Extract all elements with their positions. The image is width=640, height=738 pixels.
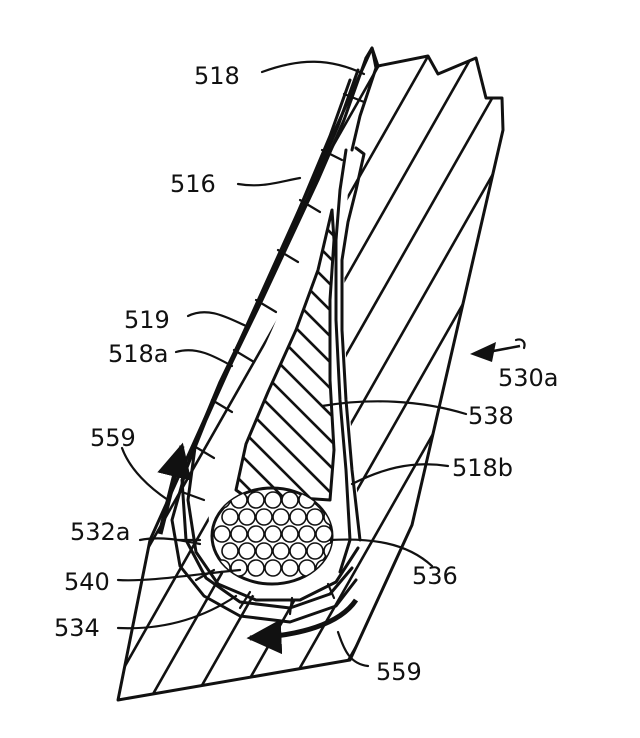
strand-circle bbox=[289, 508, 307, 526]
leader-540 bbox=[116, 568, 242, 582]
strand-circle bbox=[238, 542, 256, 560]
strand-circle bbox=[281, 525, 299, 543]
hatch-line bbox=[0, 0, 20, 738]
core-hatch-line bbox=[236, 210, 307, 500]
core-hatch-line bbox=[236, 210, 334, 500]
core-hatch-line bbox=[584, 200, 640, 520]
leader-559-top bbox=[120, 446, 170, 502]
label-530a: 530a bbox=[498, 364, 559, 392]
strand-circle bbox=[264, 525, 282, 543]
leader-518 bbox=[260, 60, 366, 76]
leader-lines bbox=[116, 60, 468, 668]
label-532a: 532a bbox=[70, 518, 131, 546]
core-hatch-line bbox=[0, 200, 20, 520]
leader-534 bbox=[116, 594, 238, 630]
strand-circle bbox=[298, 525, 316, 543]
label-536: 536 bbox=[412, 562, 458, 590]
leader-516 bbox=[236, 176, 302, 187]
reference-labels: 518 516 519 518a 530a 559 538 518b 532a … bbox=[54, 62, 559, 686]
core-hatch-line bbox=[236, 210, 334, 500]
core-hatch-line bbox=[236, 210, 334, 500]
strand-circle bbox=[272, 508, 290, 526]
label-538: 538 bbox=[468, 402, 514, 430]
hatch-line bbox=[118, 48, 462, 700]
strand-circle bbox=[315, 525, 332, 543]
label-519: 519 bbox=[124, 306, 170, 334]
label-518: 518 bbox=[194, 62, 240, 90]
core-hatch-line bbox=[610, 200, 640, 520]
leader-519 bbox=[186, 311, 248, 328]
strand-circle bbox=[255, 542, 273, 560]
leader-536 bbox=[328, 538, 434, 568]
flow-arrow-559-left bbox=[157, 442, 192, 535]
strand-circle bbox=[247, 559, 265, 577]
strand-circle bbox=[281, 559, 299, 577]
hatch-line bbox=[346, 48, 503, 700]
body-outline bbox=[116, 46, 505, 702]
leader-559-bottom bbox=[336, 630, 370, 668]
core-hatch-line bbox=[558, 200, 640, 520]
strand-circle bbox=[264, 559, 282, 577]
strand-circle bbox=[289, 542, 307, 560]
strand-circle bbox=[306, 542, 324, 560]
strand-circle bbox=[264, 491, 282, 509]
core-hatch-line bbox=[0, 200, 202, 520]
core-hatch-line bbox=[236, 210, 333, 500]
core-hatch-line bbox=[532, 200, 640, 520]
leader-518a bbox=[174, 349, 234, 368]
leader-518b bbox=[350, 463, 450, 486]
core-hatch-line bbox=[0, 200, 46, 520]
core-hatch-line bbox=[506, 200, 640, 520]
strand-circle bbox=[238, 508, 256, 526]
strand-circle bbox=[272, 542, 290, 560]
strand-circle bbox=[230, 559, 248, 577]
label-516: 516 bbox=[170, 170, 216, 198]
core-hatch-line bbox=[636, 200, 640, 520]
hatch-line bbox=[612, 0, 640, 738]
core-hatch-line bbox=[402, 200, 640, 520]
strand-circle bbox=[221, 542, 239, 560]
label-518b: 518b bbox=[452, 454, 513, 482]
label-540: 540 bbox=[64, 568, 110, 596]
core-hatch-line bbox=[0, 200, 124, 520]
strand-circle bbox=[255, 508, 273, 526]
flow-arrow-559-bottom bbox=[246, 598, 359, 655]
label-518a: 518a bbox=[108, 340, 169, 368]
strand-circle bbox=[306, 508, 324, 526]
strand-circle bbox=[281, 491, 299, 509]
direction-arrow-530a bbox=[470, 338, 526, 362]
leader-532a bbox=[138, 537, 202, 546]
strand-circle bbox=[247, 525, 265, 543]
strand-circle bbox=[221, 508, 239, 526]
strand-circle bbox=[230, 525, 248, 543]
label-534: 534 bbox=[54, 614, 100, 642]
strand-circle bbox=[213, 525, 231, 543]
core-hatch-line bbox=[0, 200, 98, 520]
core-hatch-line bbox=[236, 210, 334, 500]
core-hatch-line bbox=[271, 210, 334, 500]
label-559-top: 559 bbox=[90, 424, 136, 452]
strand-circle bbox=[247, 491, 265, 509]
hatch-line bbox=[568, 0, 640, 738]
leader-538 bbox=[320, 400, 468, 416]
label-559-bottom: 559 bbox=[376, 658, 422, 686]
hatch-line bbox=[214, 48, 503, 700]
core-hatch-line bbox=[0, 200, 72, 520]
